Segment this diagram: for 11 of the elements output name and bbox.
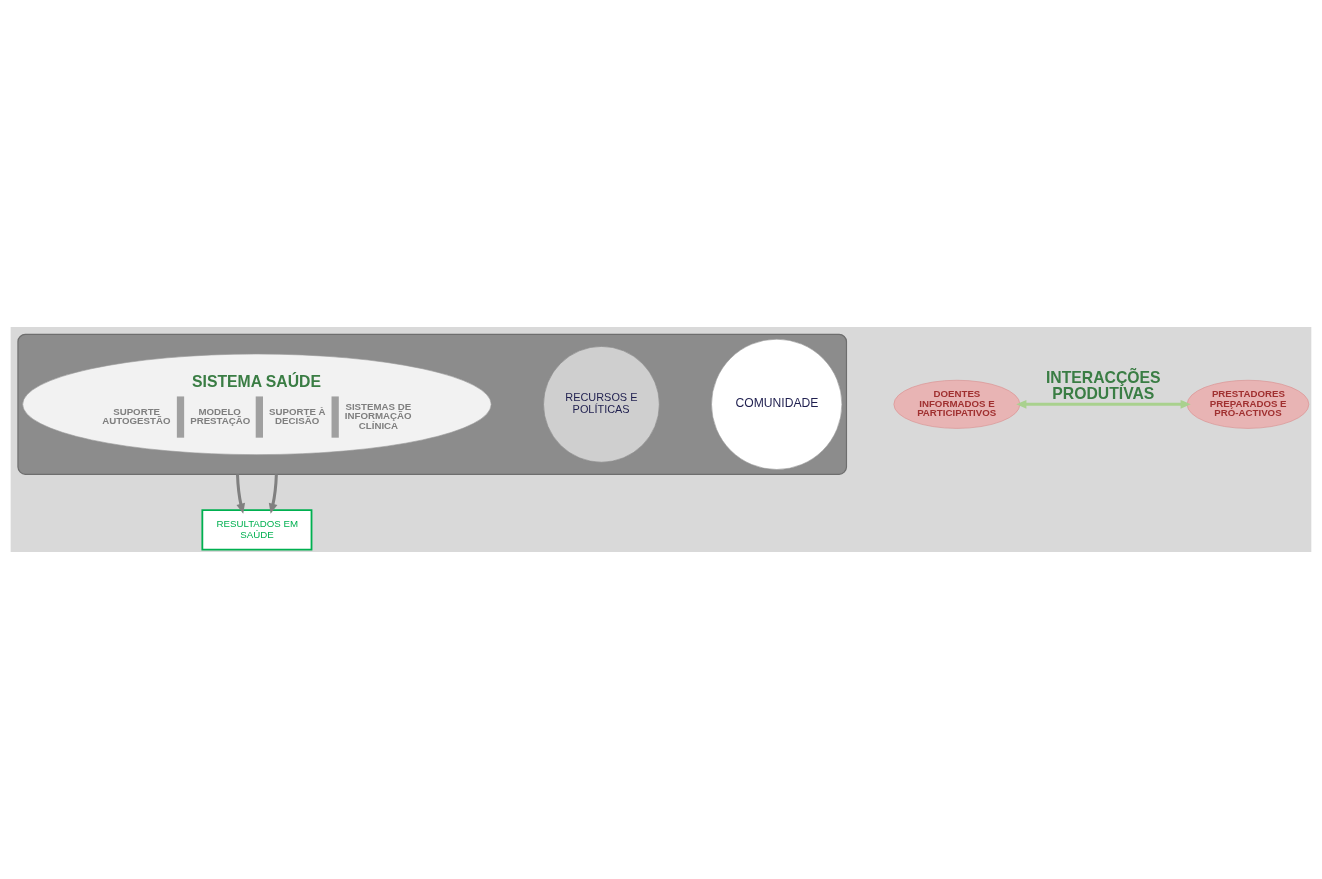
arrow [235, 474, 246, 514]
node-ellipse: PRESTADORES PREPARADOS E PRÓ-ACTIVOS [1186, 379, 1310, 429]
node-circle: RECURSOS E POLÍTICAS [543, 346, 660, 463]
cluster [17, 333, 848, 475]
node-ellipse: SISTEMA SAÚDE SUPORTE AUTOGESTÃO MODELO PRESTAÇÃO SUPORTE À DECISÃO SISTEMAS DE INFORMAÇÃO CLÍNICA [22, 353, 492, 455]
node-ellipse: DOENTES INFORMADOS E PARTICIPATIVOS [893, 379, 1021, 429]
node-circle: COMUNIDADE [711, 338, 843, 470]
arrow [268, 474, 278, 514]
node-box: RESULTADOS EM SAÚDE [201, 509, 313, 551]
edge-label: INTERACÇÕES PRODUTIVAS [1045, 368, 1161, 402]
arrow [1016, 399, 1191, 409]
